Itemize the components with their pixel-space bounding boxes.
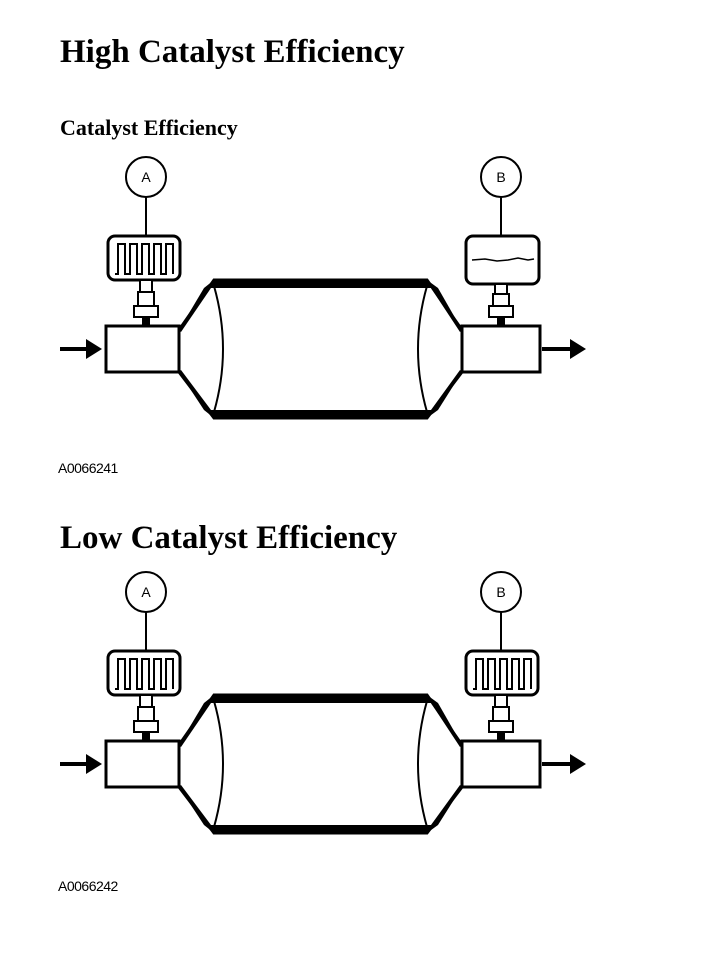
upstream-signal-display (106, 649, 182, 697)
downstream-sensor-probe (488, 283, 514, 326)
flow-out-arrow (542, 754, 586, 774)
flow-out-arrow (542, 339, 586, 359)
low-efficiency-diagram: A B (60, 571, 586, 835)
upstream-sensor-label: A (141, 169, 151, 185)
downstream-flat-waveform (471, 257, 535, 262)
upstream-sensor-gauge: A (125, 156, 167, 198)
downstream-sensor-gauge: B (480, 571, 522, 613)
catalytic-converter (177, 278, 464, 420)
upstream-sensor-label: A (141, 584, 151, 600)
outlet-pipe (460, 324, 542, 374)
upstream-sensor-probe (133, 694, 159, 741)
catalyst-efficiency-subheading: Catalyst Efficiency (60, 115, 238, 140)
downstream-sensor-label: B (496, 584, 505, 600)
figure-id-high: A0066241 (58, 460, 118, 476)
high-efficiency-diagram: A B (60, 156, 586, 420)
flow-in-arrow (60, 339, 102, 359)
upstream-switching-waveform (115, 243, 174, 275)
downstream-sensor-probe (488, 694, 514, 741)
high-efficiency-heading: High Catalyst Efficiency (60, 34, 405, 70)
outlet-pipe (460, 739, 542, 789)
inlet-pipe (104, 739, 181, 789)
downstream-signal-display (464, 234, 541, 286)
downstream-signal-display (464, 649, 540, 697)
upstream-sensor-probe (133, 279, 159, 326)
upstream-switching-waveform (115, 658, 174, 690)
downstream-switching-waveform (473, 658, 532, 690)
downstream-sensor-label: B (496, 169, 505, 185)
low-efficiency-heading: Low Catalyst Efficiency (60, 520, 398, 556)
catalytic-converter (177, 693, 464, 835)
upstream-signal-display (106, 234, 182, 282)
inlet-pipe (104, 324, 181, 374)
figure-id-low: A0066242 (58, 878, 118, 894)
downstream-sensor-gauge: B (480, 156, 522, 198)
flow-in-arrow (60, 754, 102, 774)
upstream-sensor-gauge: A (125, 571, 167, 613)
